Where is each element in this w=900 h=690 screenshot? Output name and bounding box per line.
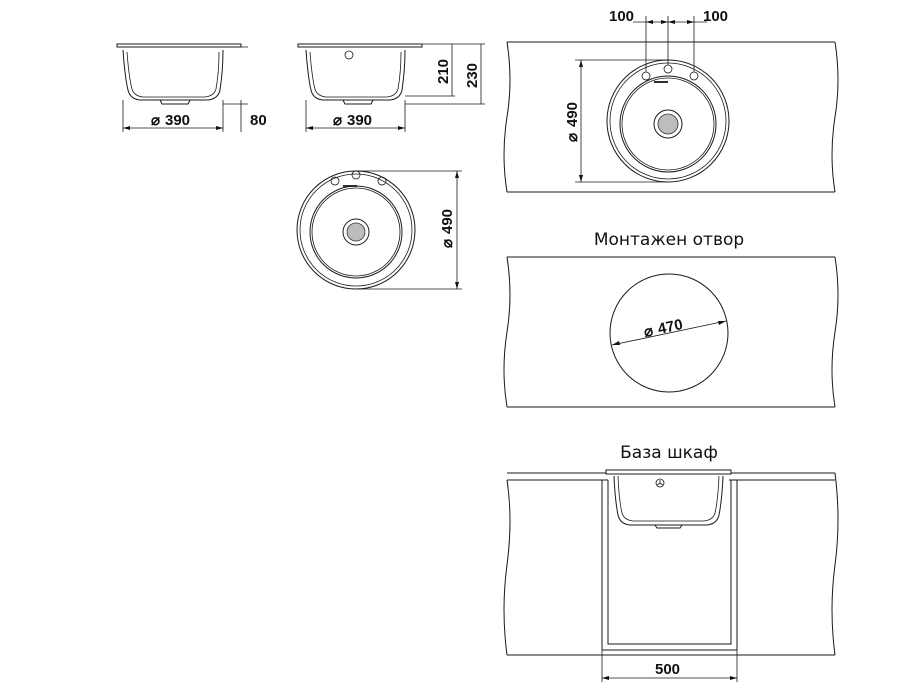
mounting-hole-title: Монтажен отвор	[594, 230, 744, 250]
side-view-1-depth-label: 80	[250, 112, 267, 129]
countertop-spacing-right-label: 100	[703, 8, 728, 25]
top-view: ⌀ 490	[296, 170, 462, 290]
base-cabinet-title: База шкаф	[620, 443, 718, 463]
mounting-hole-view: Монтажен отвор ⌀ 470	[503, 230, 839, 408]
side-view-2-depth-total-label: 230	[464, 63, 481, 88]
mounting-hole-diameter-label: 470	[656, 316, 684, 338]
base-cabinet-width-label: 500	[655, 661, 680, 678]
countertop-spacing-left-label: 100	[609, 8, 634, 25]
countertop-diameter-label: 490	[564, 102, 581, 127]
side-view-1-diameter-label: 390	[165, 112, 190, 129]
diameter-symbol: ⌀	[151, 112, 160, 129]
side-view-2: ⌀ 390 210 230	[297, 43, 485, 132]
side-view-1: ⌀ 390 80	[116, 43, 267, 132]
side-view-2-depth-inner-label: 210	[435, 59, 452, 84]
diameter-symbol: ⌀	[642, 322, 654, 341]
diameter-symbol: ⌀	[564, 133, 581, 142]
top-view-diameter-label: 490	[439, 209, 456, 234]
side-view-2-diameter-label: 390	[347, 112, 372, 129]
base-cabinet-view: База шкаф 500	[503, 443, 839, 682]
countertop-view: 100 100 ⌀ 490	[503, 8, 839, 193]
diameter-symbol: ⌀	[333, 112, 342, 129]
diameter-symbol: ⌀	[439, 239, 456, 248]
